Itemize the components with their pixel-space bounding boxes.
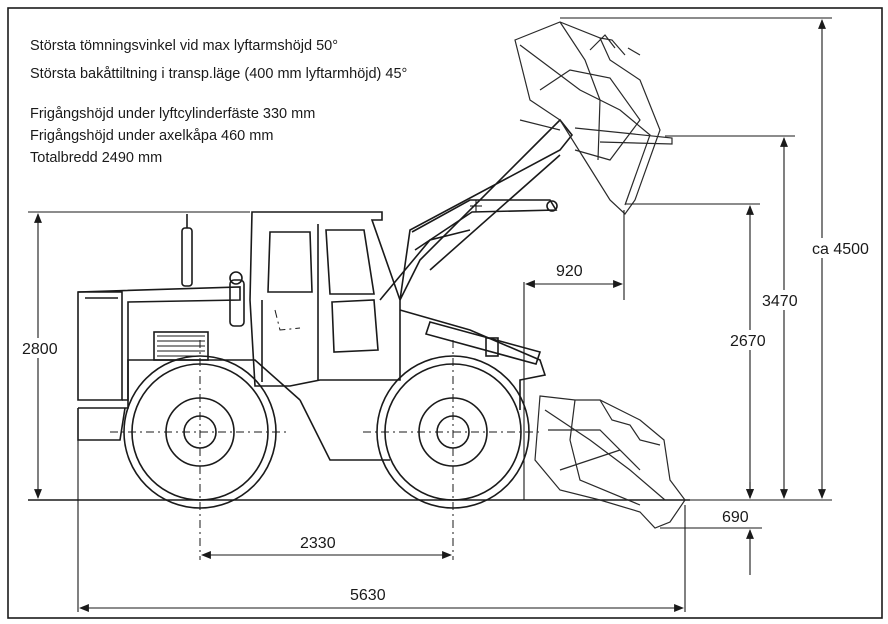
lowered-bucket-outline: [534, 395, 686, 529]
spec-line-cylinder-clearance: Frigångshöjd under lyftcylinderfäste 330…: [30, 106, 316, 122]
wheel-loader-drawing: [77, 118, 574, 560]
spec-line-axle-clearance: Frigångshöjd under axelkåpa 460 mm: [30, 128, 274, 144]
hinge-height-label: 3470: [762, 293, 798, 310]
dig-depth-label: 690: [722, 509, 749, 526]
spec-line-total-width: Totalbredd 2490 mm: [30, 150, 163, 166]
reach-label: 920: [556, 263, 583, 280]
spec-line-dump-angle: Största tömningsvinkel vid max lyftarmsh…: [30, 38, 339, 54]
spec-line-rollback-angle: Största bakåttiltning i transp.läge (400…: [30, 66, 408, 82]
raised-bucket-outline: [514, 21, 673, 215]
dump-height-label: 2670: [730, 333, 766, 350]
diagram-border: [7, 7, 883, 619]
wheelbase-label: 2330: [300, 535, 336, 552]
max-height-label: ca 4500: [812, 241, 869, 258]
length-label: 5630: [350, 587, 386, 604]
height-label: 2800: [22, 341, 58, 358]
